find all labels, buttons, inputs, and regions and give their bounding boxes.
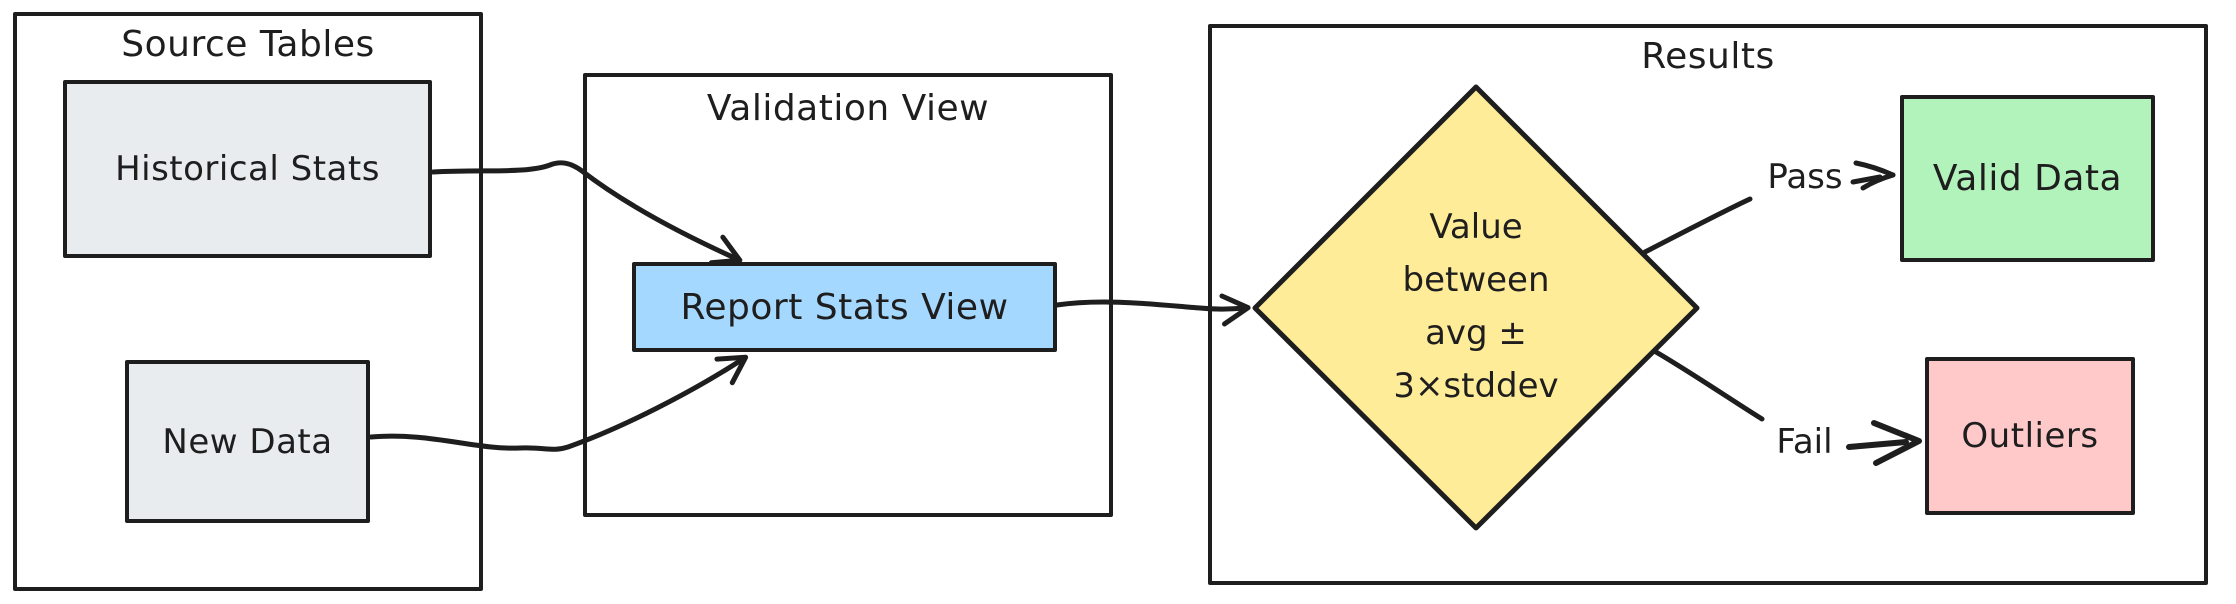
group-source-tables-title: Source Tables (121, 24, 375, 65)
node-new-data-label: New Data (162, 421, 333, 462)
node-decision-label: Value between avg ± 3×stddev (1326, 201, 1626, 413)
edge-pass-label: Pass (1767, 157, 1843, 197)
node-report-stats-view[interactable]: Report Stats View (632, 262, 1057, 352)
node-historical-stats-label: Historical Stats (115, 149, 380, 189)
decision-line-1: Value (1429, 207, 1523, 247)
node-outliers-label: Outliers (1961, 416, 2099, 456)
node-valid-data[interactable]: Valid Data (1900, 95, 2155, 262)
node-new-data[interactable]: New Data (125, 360, 370, 523)
node-valid-data-label: Valid Data (1932, 158, 2123, 199)
node-outliers[interactable]: Outliers (1925, 357, 2135, 515)
decision-line-3: avg ± (1425, 313, 1527, 353)
edge-fail-label: Fail (1776, 422, 1833, 462)
group-validation-view-title: Validation View (706, 88, 990, 129)
group-results-title: Results (1641, 36, 1775, 77)
node-historical-stats[interactable]: Historical Stats (63, 80, 432, 258)
decision-line-4: 3×stddev (1393, 366, 1559, 406)
group-source-tables[interactable] (13, 12, 483, 591)
decision-line-2: between (1402, 260, 1550, 300)
node-report-stats-view-label: Report Stats View (680, 286, 1009, 328)
group-validation-view[interactable] (583, 73, 1113, 517)
